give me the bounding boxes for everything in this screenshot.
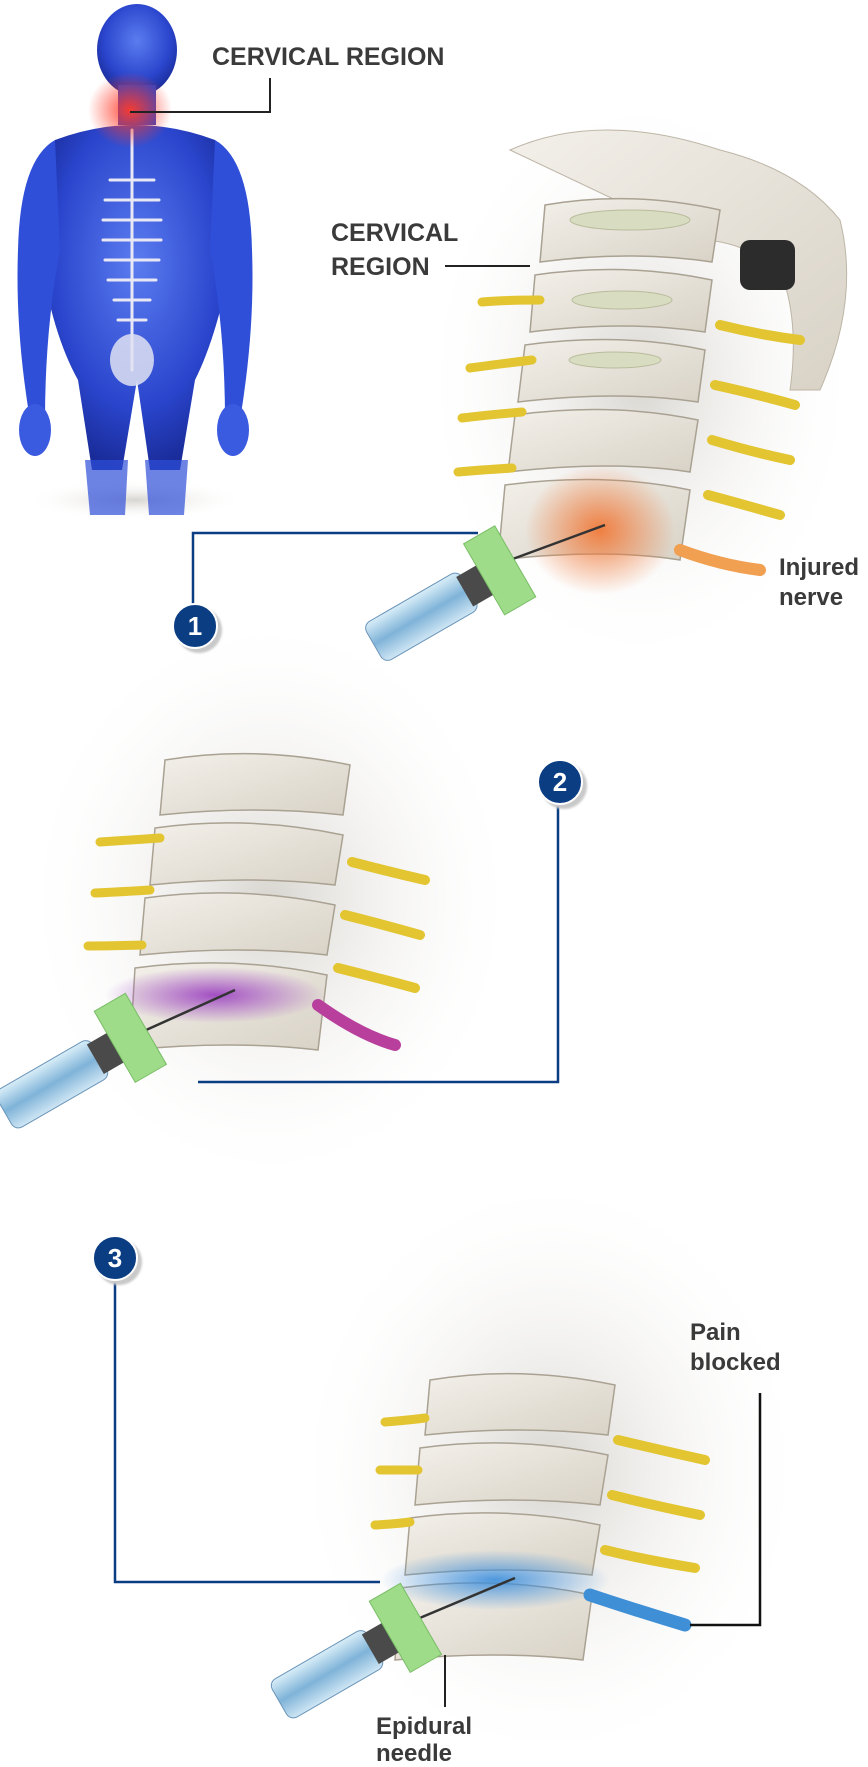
step-2-badge: 2 [537, 759, 583, 805]
pain-blocked-line1: Pain [690, 1318, 781, 1348]
human-body-figure [18, 4, 253, 520]
injured-nerve-label: Injured nerve [779, 553, 859, 613]
cervical-region-side-line1: CERVICAL [331, 216, 458, 250]
pain-blocked-line2: blocked [690, 1348, 781, 1378]
injured-nerve-line1: Injured [779, 553, 859, 583]
injured-nerve-line2: nerve [779, 583, 859, 613]
epidural-needle-label: Epidural needle [376, 1713, 472, 1767]
epidural-needle-line2: needle [376, 1740, 472, 1767]
cervical-region-side-line2: REGION [331, 250, 458, 284]
spine-panel-3 [258, 1170, 810, 1766]
injury-site-glow [525, 465, 675, 595]
neck-pain-highlight [88, 72, 172, 148]
step-3-badge: 3 [92, 1235, 138, 1281]
pain-blocked-label: Pain blocked [690, 1318, 781, 1378]
step-1-badge: 1 [172, 603, 218, 649]
epidural-needle-line1: Epidural [376, 1713, 472, 1740]
cervical-region-top-label: CERVICAL REGION [212, 42, 444, 72]
cervical-region-side-label: CERVICAL REGION [331, 216, 458, 284]
medication-spread-blue [380, 1550, 610, 1610]
spine-panel-2 [0, 610, 520, 1190]
